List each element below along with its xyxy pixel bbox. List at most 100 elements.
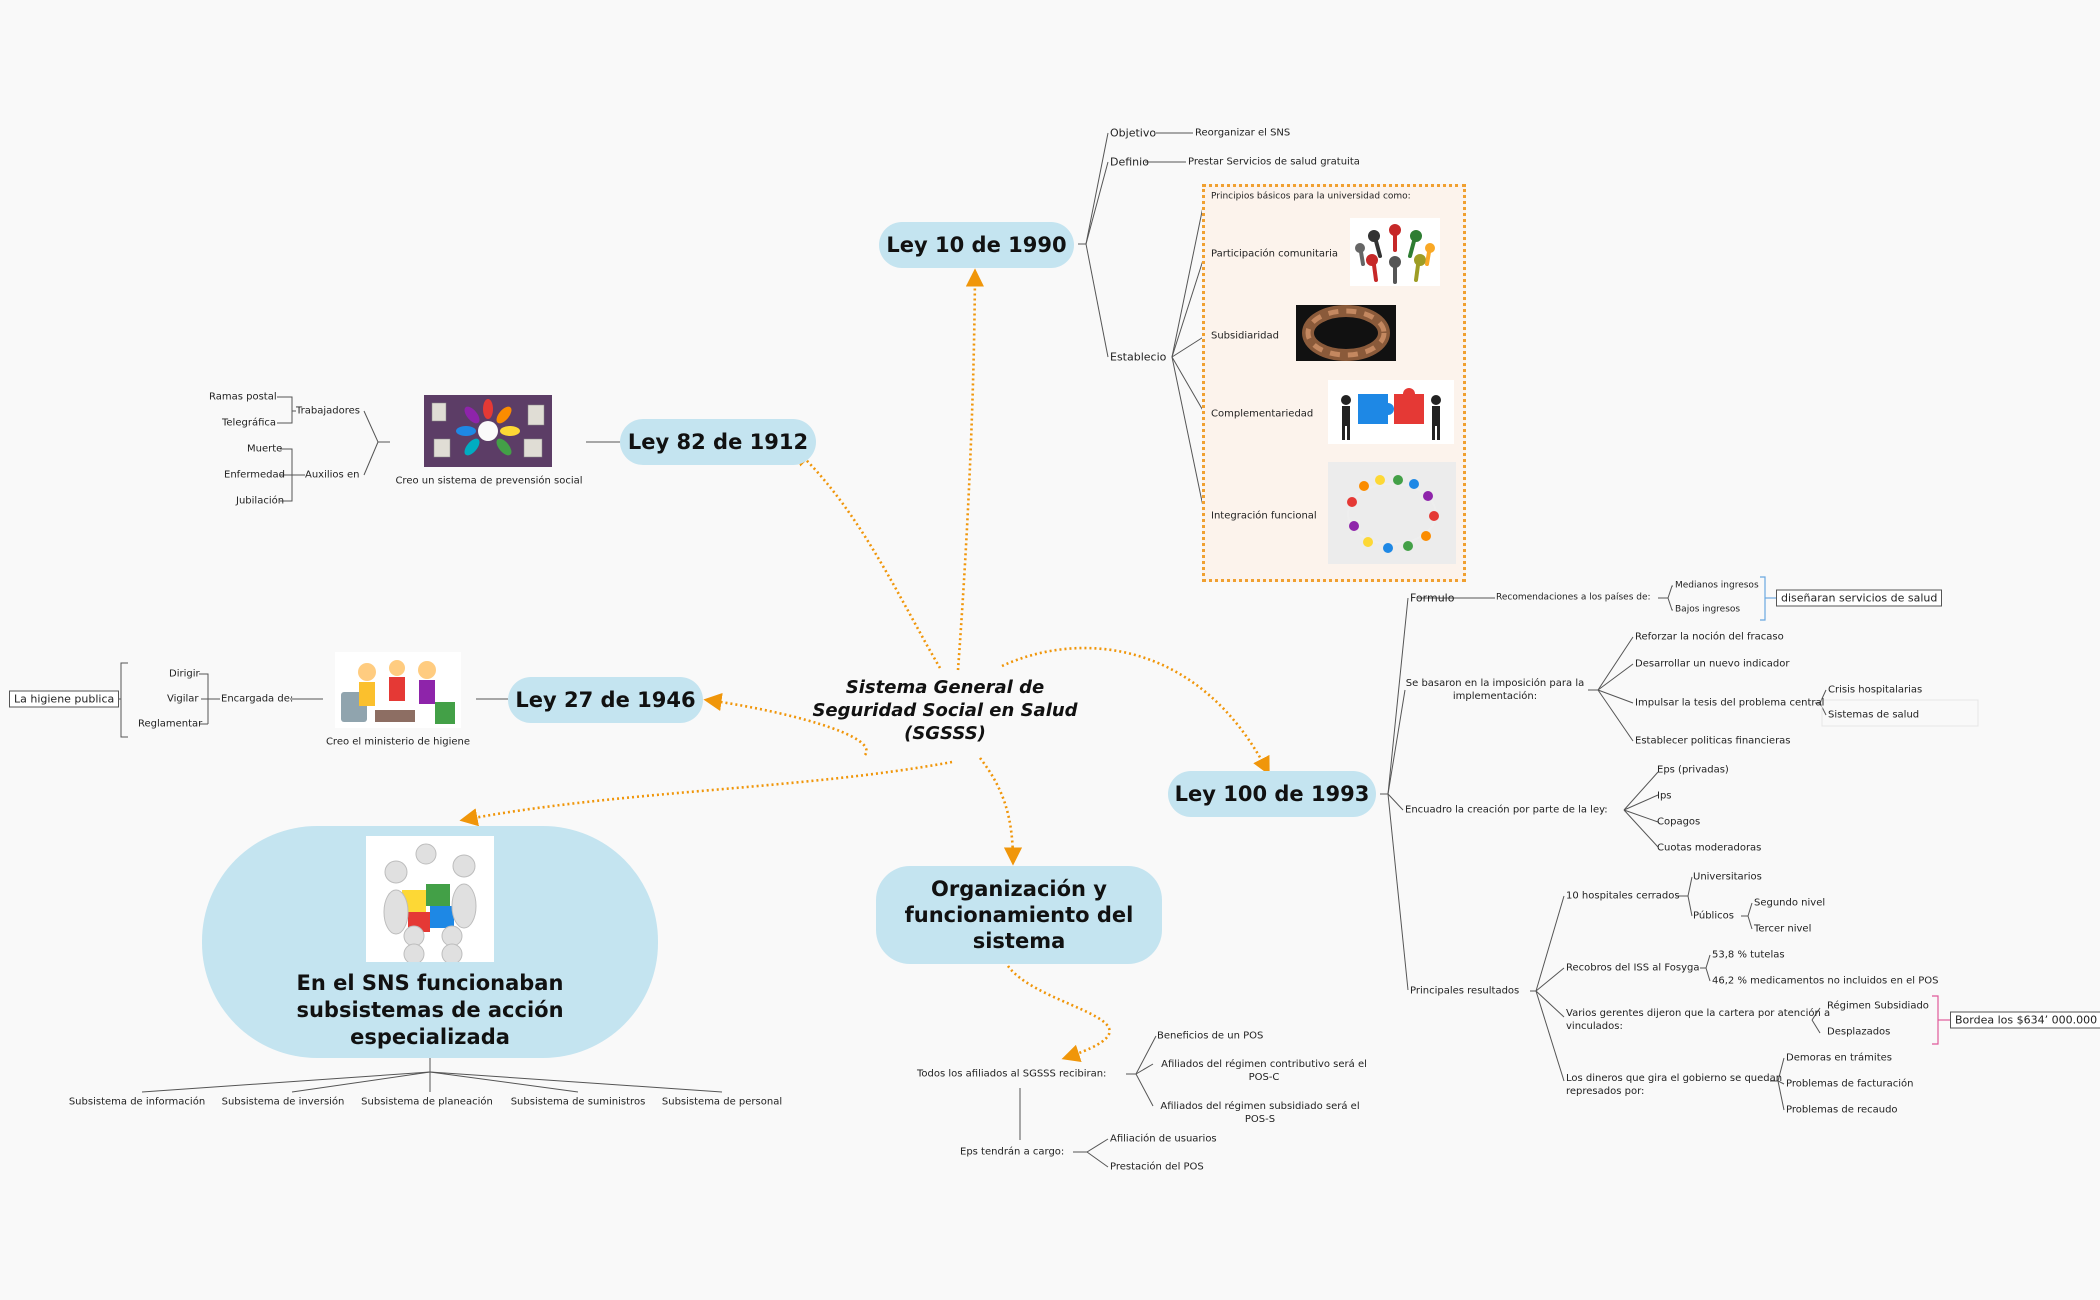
label-muerte: Muerte xyxy=(247,443,283,455)
puzzle-people-icon xyxy=(1328,380,1454,444)
gerentes-line-2: vinculados: xyxy=(1566,1021,1623,1032)
topic-ley-82[interactable]: Ley 82 de 1912 xyxy=(620,419,816,465)
label-subsidiaridad: Subsidiaridad xyxy=(1211,330,1279,342)
puzzle-team-icon xyxy=(366,836,494,962)
label-segundo-nivel: Segundo nivel xyxy=(1754,897,1826,909)
label-eps-privadas: Eps (privadas) xyxy=(1657,764,1729,776)
label-establecio: Establecio xyxy=(1110,350,1167,364)
org-title-line-2: funcionamiento del xyxy=(904,903,1134,927)
label-jubilacion: Jubilación xyxy=(236,495,285,507)
label-definio: Definio xyxy=(1110,155,1149,169)
topic-ley-27[interactable]: Ley 27 de 1946 xyxy=(508,677,703,723)
topic-ley-82-label: Ley 82 de 1912 xyxy=(627,430,809,454)
label-afiliacion-usuarios: Afiliación de usuarios xyxy=(1110,1133,1217,1145)
arrow-to-ley100 xyxy=(1001,646,1270,776)
label-ips: Ips xyxy=(1657,790,1672,802)
dineros-line-2: represados por: xyxy=(1566,1086,1645,1097)
label-complementariedad: Complementariedad xyxy=(1211,408,1314,420)
label-establecer: Establecer politicas financieras xyxy=(1635,735,1791,747)
label-enfermedad: Enfermedad xyxy=(224,469,285,481)
brackets xyxy=(1760,576,1950,1045)
label-desarrollar: Desarrollar un nuevo indicador xyxy=(1635,658,1790,670)
basaron-line-2: implementación: xyxy=(1452,691,1538,702)
label-crisis: Crisis hospitalarias xyxy=(1828,684,1923,696)
label-sistemas-salud: Sistemas de salud xyxy=(1828,709,1920,721)
branch-lines xyxy=(110,132,1827,1168)
label-contributivo: Afiliados del régimen contributivo será … xyxy=(1161,1058,1367,1084)
central-line-2: Seguridad Social en Salud xyxy=(812,700,1078,721)
label-creo-ministerio: Creo el ministerio de higiene xyxy=(325,736,471,748)
label-principios: Principios básicos para la universidad c… xyxy=(1211,191,1411,202)
label-principales: Principales resultados xyxy=(1410,985,1520,997)
label-subsistema-informacion: Subsistema de información xyxy=(68,1096,206,1108)
label-dineros: Los dineros que gira el gobierno se qued… xyxy=(1566,1072,1782,1098)
label-reorganizar: Reorganizar el SNS xyxy=(1195,127,1291,139)
arrow-to-todos xyxy=(1006,965,1111,1063)
label-medicamentos: 46,2 % medicamentos no incluidos en el P… xyxy=(1712,975,1939,987)
label-recaudo: Problemas de recaudo xyxy=(1786,1104,1898,1116)
label-encuadro: Encuadro la creación por parte de la ley… xyxy=(1405,804,1608,816)
label-tercer-nivel: Tercer nivel xyxy=(1754,923,1812,935)
label-bajos: Bajos ingresos xyxy=(1675,604,1741,615)
org-title-line-3: sistema xyxy=(972,929,1066,953)
topic-organizacion[interactable]: Organización y funcionamiento del sistem… xyxy=(876,866,1162,964)
label-universitarios: Universitarios xyxy=(1693,871,1762,883)
label-medianos: Medianos ingresos xyxy=(1675,580,1759,591)
central-topic[interactable]: Sistema General de Seguridad Social en S… xyxy=(810,676,1080,745)
topic-sns-title: En el SNS funcionaban subsistemas de acc… xyxy=(260,970,600,1051)
contributivo-line-1: Afiliados del régimen contributivo será … xyxy=(1161,1059,1367,1070)
org-title-line-1: Organización y xyxy=(931,877,1107,901)
faint-box-sistemas xyxy=(1821,699,1979,727)
label-reglamentar: Reglamentar xyxy=(138,718,203,730)
label-higiene-publica: La higiene publica xyxy=(9,690,120,708)
basaron-line-1: Se basaron en la imposición para la xyxy=(1405,678,1585,689)
subsidiado-line-2: POS-S xyxy=(1244,1114,1276,1125)
topic-ley-10-label: Ley 10 de 1990 xyxy=(886,233,1067,257)
label-objetivo: Objetivo xyxy=(1110,126,1157,140)
label-impulsar: Impulsar la tesis del problema central xyxy=(1635,697,1825,709)
central-line-3: (SGSSS) xyxy=(904,723,986,744)
topic-ley-100[interactable]: Ley 100 de 1993 xyxy=(1168,771,1376,817)
label-subsistema-inversion: Subsistema de inversión xyxy=(221,1096,345,1108)
arrow-to-ley82 xyxy=(793,447,942,669)
label-beneficios-pos: Beneficios de un POS xyxy=(1157,1030,1264,1042)
label-auxilios: Auxilios en xyxy=(305,469,360,481)
label-prestacion-pos: Prestación del POS xyxy=(1110,1161,1204,1173)
main-arrows xyxy=(459,268,1270,1063)
hands-circle-icon xyxy=(1296,305,1396,361)
label-creo-sistema: Creo un sistema de prevensión social xyxy=(395,475,583,487)
label-telegrafica: Telegráfica xyxy=(222,417,277,429)
label-formulo: Formulo xyxy=(1410,591,1455,605)
label-subsistema-planeacion: Subsistema de planeación xyxy=(361,1096,493,1108)
label-se-basaron: Se basaron en la imposición para la impl… xyxy=(1406,677,1584,703)
label-tutelas: 53,8 % tutelas xyxy=(1712,949,1785,961)
label-publicos: Públicos xyxy=(1693,910,1734,922)
sns-title-line-2: subsistemas de acción xyxy=(296,998,564,1022)
central-line-1: Sistema General de xyxy=(845,677,1045,698)
sns-title-line-1: En el SNS funcionaban xyxy=(296,971,564,995)
label-recobros: Recobros del ISS al Fosyga xyxy=(1566,962,1700,974)
label-regimen-subsidiado: Régimen Subsidiado xyxy=(1827,1000,1929,1012)
label-bordea: Bordea los $634’ 000.000 xyxy=(1950,1011,2100,1029)
label-gerentes: Varios gerentes dijeron que la cartera p… xyxy=(1566,1007,1830,1033)
topic-ley-27-label: Ley 27 de 1946 xyxy=(515,688,696,712)
gerentes-line-1: Varios gerentes dijeron que la cartera p… xyxy=(1566,1008,1831,1019)
arrow-to-org xyxy=(978,757,1023,866)
label-copagos: Copagos xyxy=(1657,816,1701,828)
colorful-hand-icon xyxy=(424,395,552,467)
arrow-to-ley10 xyxy=(956,268,985,671)
topic-ley-10[interactable]: Ley 10 de 1990 xyxy=(879,222,1074,268)
label-vigilar: Vigilar xyxy=(167,693,199,705)
label-prestar-servicios: Prestar Servicios de salud gratuita xyxy=(1188,156,1360,168)
label-reforzar: Reforzar la noción del fracaso xyxy=(1635,631,1784,643)
label-eps-cargo: Eps tendrán a cargo: xyxy=(960,1146,1065,1158)
sns-title-line-3: especializada xyxy=(350,1025,510,1049)
people-circle-icon xyxy=(1350,218,1440,286)
subsidiado-line-1: Afiliados del régimen subsidiado será el xyxy=(1160,1101,1360,1112)
label-encargada: Encargada de: xyxy=(221,693,294,705)
label-integracion: Integración funcional xyxy=(1211,510,1317,522)
dineros-line-1: Los dineros que gira el gobierno se qued… xyxy=(1566,1073,1783,1084)
label-cuotas: Cuotas moderadoras xyxy=(1657,842,1762,854)
label-ramas-postal: Ramas postal xyxy=(209,391,277,403)
